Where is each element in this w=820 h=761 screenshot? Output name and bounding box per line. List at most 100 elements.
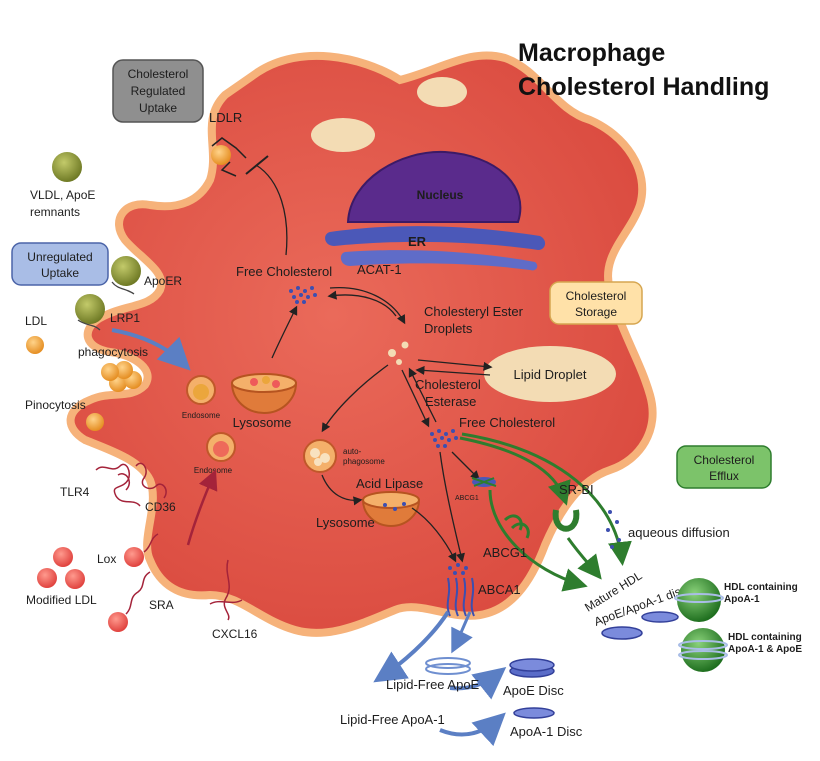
sra-particle (108, 612, 128, 632)
arrow-apoe-to-disc (449, 667, 507, 700)
lysosome-1 (230, 373, 298, 414)
arrow-free-chol-to-ce (329, 286, 406, 325)
aqueous-dots (606, 510, 621, 549)
endosome-2-label: Endosome (194, 466, 233, 475)
vldl-label-1: VLDL, ApoE (30, 188, 95, 202)
ldl-particle (26, 336, 44, 354)
er-fold (340, 250, 538, 271)
lipid-free-apoe-label: Lipid-Free ApoE (386, 677, 480, 692)
arrow-ce-to-lipid-droplet (417, 359, 493, 371)
apoer-label: ApoER (144, 274, 182, 288)
abcg1-transporter (503, 514, 530, 539)
srbi-label: SR-BI (559, 482, 594, 497)
cxcl16-label: CXCL16 (212, 627, 258, 641)
modified-ldl-label: Modified LDL (26, 593, 97, 607)
efflux-line-1: Cholesterol (694, 453, 755, 467)
arrow-autophagosome-to-lysosome (321, 474, 363, 506)
free-cholesterol-bottom-label: Free Cholesterol (459, 415, 555, 430)
lysosome-2 (361, 491, 421, 527)
ce-droplet (388, 349, 396, 357)
arrow-srbi-to-hdl (566, 537, 602, 580)
vldl-label-2: remnants (30, 205, 80, 219)
arrow-uptake-to-endosome (111, 328, 191, 371)
cholesterol-efflux-box: Cholesterol Efflux (676, 445, 772, 489)
apoe-disc-label: ApoE Disc (503, 683, 564, 698)
nucleus-label: Nucleus (417, 188, 464, 202)
ce-droplet (401, 341, 409, 349)
apoa1-disc-label: ApoA-1 Disc (510, 724, 583, 739)
ce-droplets-label-1: Cholesteryl Ester (424, 304, 524, 319)
vldl-particle (52, 152, 82, 182)
title-line-2: Cholesterol Handling (518, 73, 769, 101)
lrp1-label: LRP1 (110, 311, 140, 325)
lox-label: Lox (97, 552, 116, 566)
free-cholesterol-dots-bottom (430, 429, 458, 448)
arrow-apoa1-to-disc (439, 712, 506, 747)
phagocytosis-label: phagocytosis (78, 345, 148, 359)
storage-line-2: Storage (575, 305, 617, 319)
phagocytosis-ldl-cluster (101, 361, 142, 392)
abca1-label: ABCA1 (478, 582, 521, 597)
regulated-uptake-box: Cholesterol Regulated Uptake (112, 59, 204, 123)
apoe-disc (509, 658, 555, 678)
inhibition-bar (245, 155, 269, 175)
aqueous-label: aqueous diffusion (628, 525, 730, 540)
lipid-vesicle-2 (417, 77, 467, 107)
regulated-line-2: Regulated (131, 84, 186, 98)
arrow-free-chol-to-srbi (459, 436, 571, 506)
cxcl16-receptor (209, 559, 243, 621)
arrow-abcg1-to-hdl (488, 489, 588, 592)
arrow-lysosome-to-free-chol (271, 305, 298, 359)
autophagosome (303, 439, 337, 473)
arrow-free-chol-to-aqueous (461, 432, 632, 566)
lox-particle (124, 547, 144, 567)
hdl-a1e-label-1: HDL containing (728, 632, 802, 643)
arrow-abca1-to-lipid-free-apoa1 (451, 611, 473, 654)
mature-hdl-discs (601, 611, 679, 640)
hdl-a1e-label-2: ApoA-1 & ApoE (728, 644, 802, 655)
lipid-droplet-label: Lipid Droplet (514, 367, 587, 382)
lrp1-receptor (77, 319, 101, 331)
endosome-1-label: Endosome (182, 411, 221, 420)
apoa1-disc (513, 707, 555, 719)
arrow-ce-to-autophagosome (321, 364, 389, 433)
hdl-apoa1-apoe-particle (678, 628, 728, 672)
autophagosome-label-1: auto- (343, 447, 362, 456)
ldlr-receptor (211, 137, 247, 177)
abcg1-small-label: ABCG1 (455, 495, 479, 502)
cholesterol-storage-box: Cholesterol Storage (549, 281, 643, 325)
abca1-cholesterol-dots (448, 563, 468, 575)
lipid-vesicle-1 (311, 118, 375, 152)
hdl-a1-label-2: ApoA-1 (724, 594, 760, 605)
sra-label: SRA (149, 598, 174, 612)
apoer-receptor (111, 281, 135, 295)
lipid-free-apoa1-label: Lipid-Free ApoA-1 (340, 712, 445, 727)
ldl-label: LDL (25, 314, 47, 328)
unregulated-uptake-box: Unregulated Uptake (11, 242, 109, 286)
pinocytosis-ldl (86, 413, 104, 431)
acat-label: ACAT-1 (357, 262, 402, 277)
hdl-a1-label-1: HDL containing (724, 582, 798, 593)
srbi-receptor (552, 509, 580, 532)
arrow-lysosome-to-abca1 (411, 507, 457, 563)
chol-esterase-label-1: Cholesterol (415, 377, 481, 392)
unregulated-line-2: Uptake (41, 266, 79, 280)
regulated-line-3: Uptake (139, 101, 177, 115)
abcg1-label: ABCG1 (483, 545, 527, 560)
apoer-particle (111, 256, 141, 286)
free-cholesterol-dots-top (289, 286, 317, 304)
autophagosome-label-2: phagosome (343, 457, 385, 466)
tlr4-label: TLR4 (60, 485, 90, 499)
er (325, 226, 546, 250)
arrow-abca1-to-lipid-free-apoe (373, 610, 450, 683)
arrow-free-chol-to-abcg1 (451, 451, 480, 480)
arrow-free-chol-bottom-to-ce (408, 367, 437, 423)
cd36-label: CD36 (145, 500, 176, 514)
modified-ldl-cluster (37, 547, 85, 589)
lysosome-2-label: Lysosome (316, 515, 375, 530)
arrow-ce-to-free-chol (327, 290, 397, 317)
endosome-1 (186, 375, 216, 405)
unregulated-line-1: Unregulated (27, 250, 92, 264)
